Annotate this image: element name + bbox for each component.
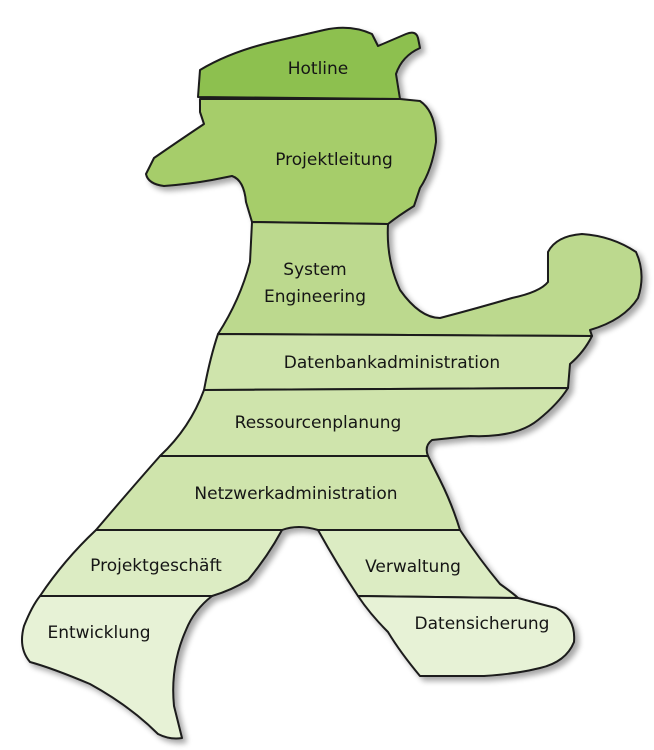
label-entwicklung: Entwicklung — [47, 623, 150, 643]
label-projektgeschaeft: Projektgeschäft — [90, 556, 222, 576]
label-netzwerkadministration: Netzwerkadministration — [194, 484, 397, 504]
label-system-engineering-line1: System — [283, 260, 346, 280]
label-datensicherung: Datensicherung — [415, 614, 550, 634]
label-hotline: Hotline — [288, 59, 349, 79]
label-verwaltung: Verwaltung — [365, 557, 461, 577]
label-ressourcenplanung: Ressourcenplanung — [235, 413, 402, 433]
segment-ressourcenplanung — [159, 387, 569, 457]
label-datenbankadministration: Datenbankadministration — [284, 353, 500, 373]
segment-system-engineering — [217, 221, 643, 337]
segment-projektleitung — [145, 98, 437, 225]
segment-entwicklung — [21, 595, 213, 740]
label-projektleitung: Projektleitung — [275, 150, 393, 170]
segment-netzwerkadministration — [95, 455, 461, 531]
segment-datenbankadministration — [203, 333, 593, 391]
label-system-engineering-line2: Engineering — [264, 287, 366, 307]
segment-projektgeschaeft — [39, 529, 283, 597]
segment-hotline — [197, 26, 421, 100]
segment-datensicherung — [357, 595, 576, 677]
segment-verwaltung — [317, 529, 519, 599]
